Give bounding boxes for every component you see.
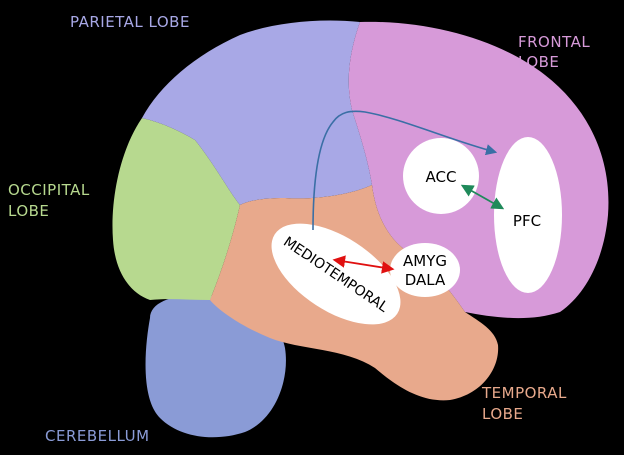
pfc-region	[494, 137, 562, 293]
temporal-lobe-label-line2: LOBE	[482, 405, 523, 423]
amygdala-label-line1: AMYG	[403, 252, 447, 270]
frontal-lobe-label-line2: LOBE	[518, 53, 559, 71]
frontal-lobe-label-line1: FRONTAL	[518, 33, 590, 51]
mediotemporal-region	[271, 223, 401, 325]
acc-region	[403, 138, 479, 214]
acc-label: ACC	[426, 168, 457, 186]
parietal-lobe-label: PARIETAL LOBE	[70, 13, 190, 31]
cerebellum-label: CEREBELLUM	[45, 427, 150, 445]
cerebellum-region	[145, 294, 286, 438]
pfc-label: PFC	[513, 212, 541, 230]
amygdala-region	[390, 243, 460, 297]
occipital-lobe-label-line1: OCCIPITAL	[8, 181, 90, 199]
mediotemporal-to-pfc-arrow	[312, 110, 498, 231]
parietal-lobe-region	[142, 20, 372, 205]
occipital-lobe-region	[112, 118, 240, 300]
acc-pfc-arrow	[460, 184, 505, 210]
occipital-lobe-label-line2: LOBE	[8, 202, 49, 220]
amygdala-label-line2: DALA	[405, 271, 446, 289]
mediotemporal-amygdala-arrow	[332, 255, 395, 274]
temporal-lobe-label-line1: TEMPORAL	[481, 384, 567, 402]
